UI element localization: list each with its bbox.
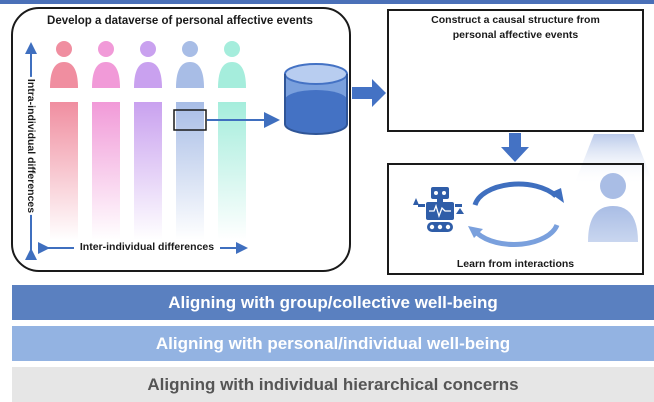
- database-cylinder-icon: [284, 63, 348, 135]
- person-purple-icon: [134, 41, 162, 240]
- flow-arrow-down: [501, 133, 529, 162]
- band-hierarchical-concerns: Aligning with individual hierarchical co…: [12, 367, 654, 402]
- interaction-panel-caption: Learn from interactions: [456, 258, 575, 270]
- band-group-wellbeing: Aligning with group/collective well-bein…: [12, 285, 654, 320]
- person-teal-icon: [218, 41, 246, 240]
- robot-icon: [413, 187, 464, 232]
- interaction-panel: [387, 163, 644, 275]
- dataverse-panel-title: Develop a dataverse of personal affectiv…: [47, 15, 313, 27]
- person-pink-icon: [92, 41, 120, 240]
- causal-panel-title-line2: personal affective events: [452, 29, 579, 41]
- human-silhouette-icon: [588, 173, 638, 242]
- causal-panel-title-line1: Construct a causal structure from: [431, 14, 600, 26]
- top-cropped-band: [0, 0, 654, 4]
- band-personal-wellbeing: Aligning with personal/individual well-b…: [12, 326, 654, 361]
- flow-arrow-right: [352, 79, 386, 107]
- selected-event-box: [173, 109, 207, 131]
- causal-structure-panel: [387, 9, 644, 132]
- inter-individual-label: Inter-individual differences: [74, 241, 220, 253]
- cycle-arrows-icon: [468, 181, 564, 248]
- spotlight-beam: [574, 134, 654, 185]
- person-red-icon: [50, 41, 78, 240]
- person-blue-icon: [176, 41, 204, 240]
